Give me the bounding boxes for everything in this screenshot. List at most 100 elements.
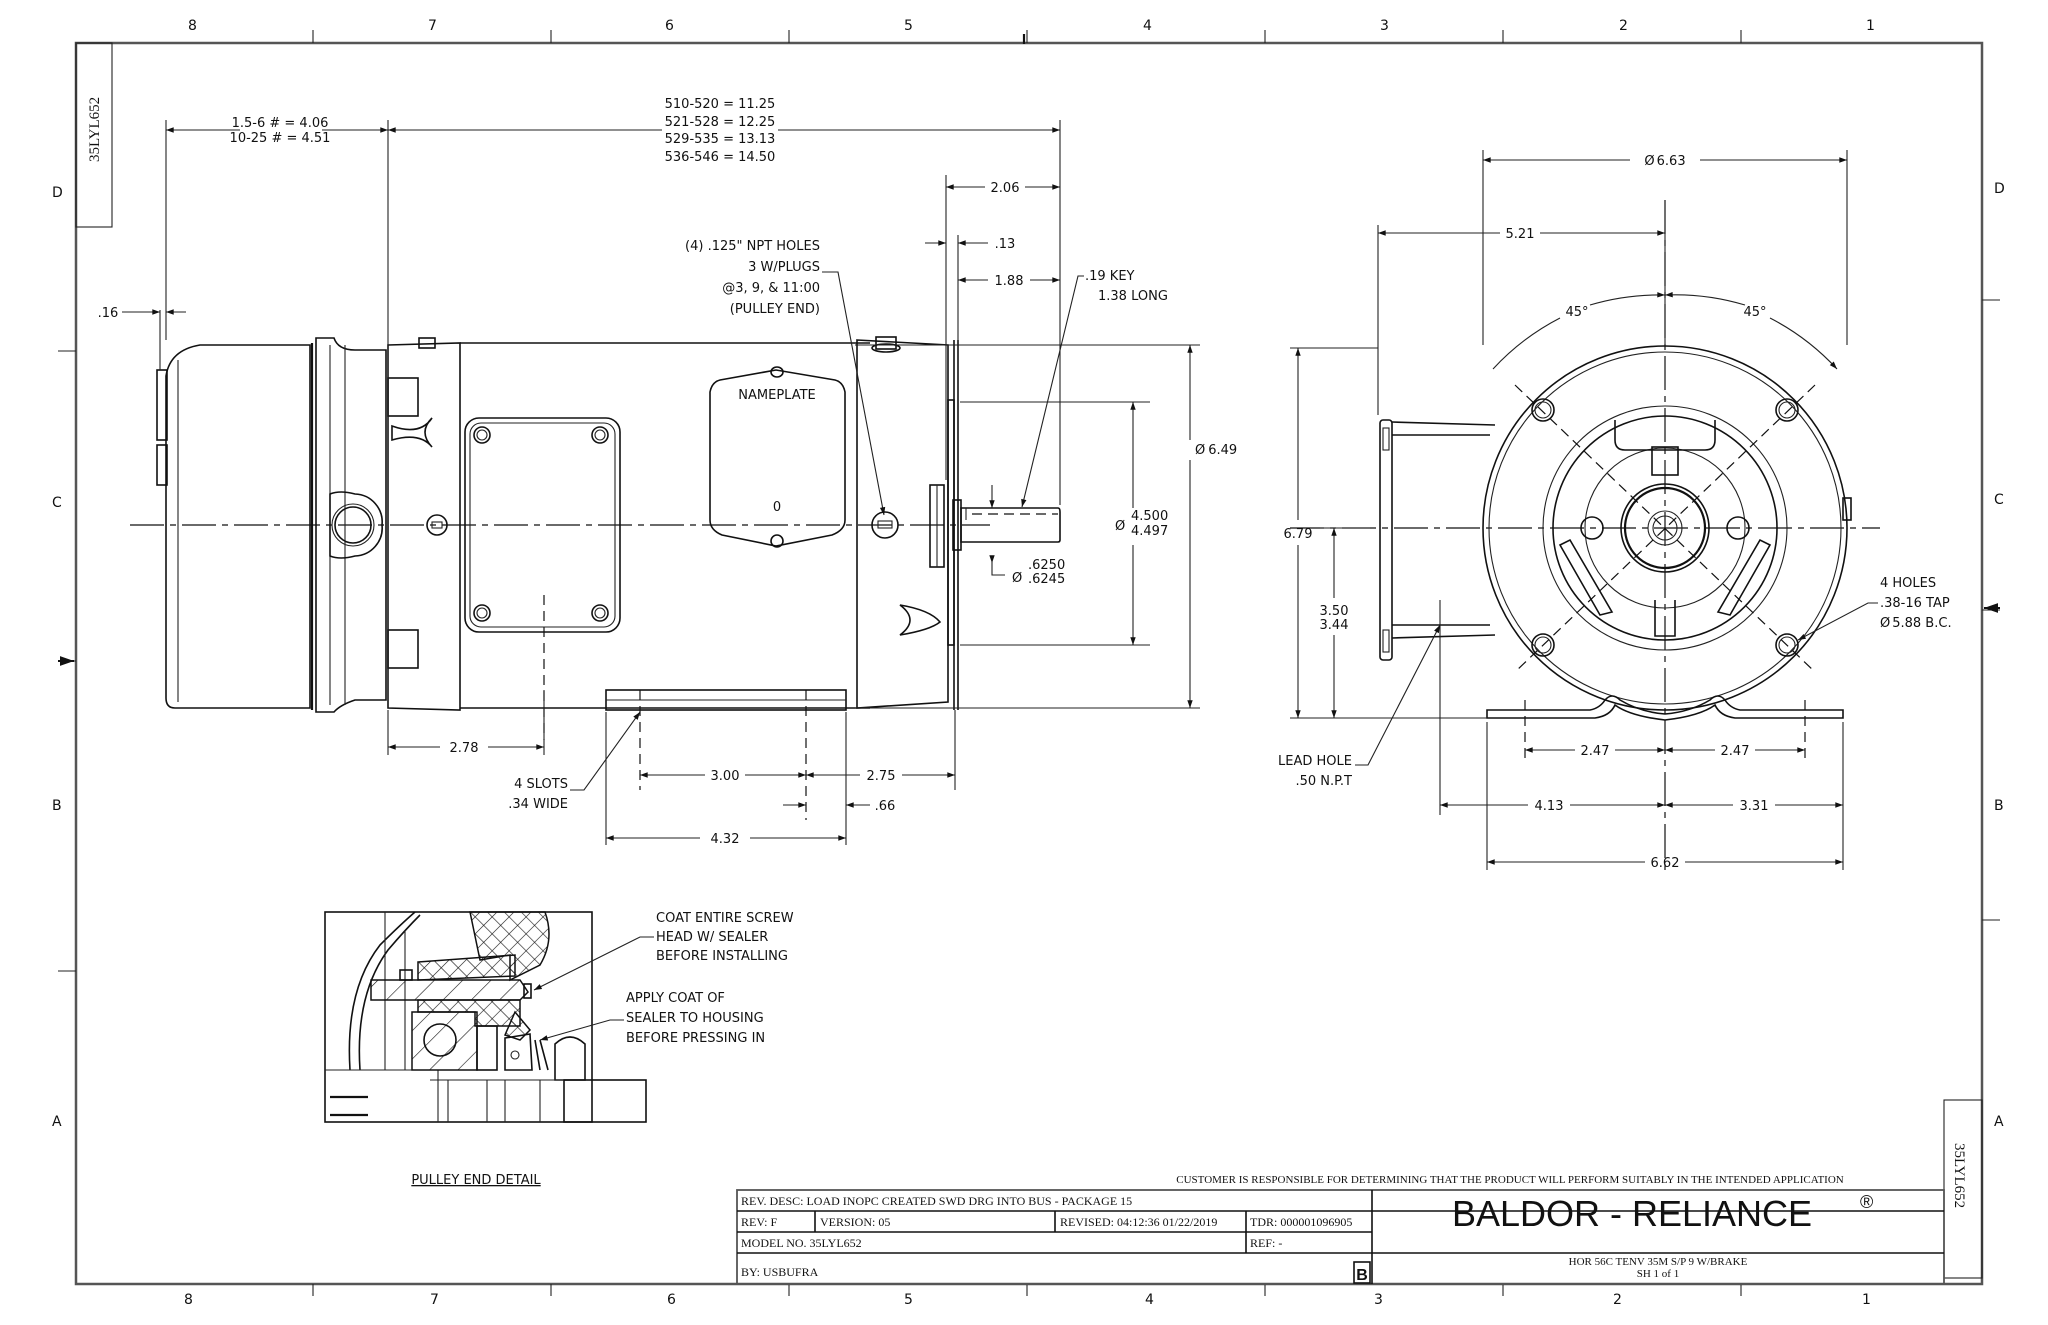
zone-top: 1 (1866, 18, 1875, 34)
npt-note-3: @3, 9, & 11:00 (722, 281, 820, 296)
zone-top: 6 (665, 18, 674, 34)
revised-date: REVISED: 04:12:36 01/22/2019 (1060, 1215, 1217, 1229)
dim-649-value: 6.49 (1208, 443, 1237, 458)
brake-housing (156, 337, 387, 713)
motor-frame: NAMEPLATE 0 (460, 342, 870, 820)
slot-note-1: 4 SLOTS (514, 777, 568, 792)
zone-top: 4 (1143, 18, 1152, 34)
zone-labels-right: D C B A (1994, 181, 2005, 1130)
dim-331: 3.31 (1740, 799, 1769, 814)
zone-top: 8 (188, 18, 197, 34)
model-tag-text: 35LYL652 (1951, 1143, 1967, 1208)
holes-note-2: .38-16 TAP (1880, 596, 1950, 611)
diameter-symbol: Ø (1880, 616, 1890, 631)
dim-432: 4.32 (711, 832, 740, 847)
slot-note-2: .34 WIDE (508, 797, 568, 812)
side-view-dimensions: 1.5-6 # = 4.06 10-25 # = 4.51 510-520 = … (98, 97, 1238, 847)
ref: REF: - (1250, 1236, 1282, 1250)
detail-note-1-line-3: BEFORE INSTALLING (656, 949, 788, 964)
pilot-dia-upper: 4.500 (1131, 509, 1168, 524)
zone-bottom: 3 (1374, 1292, 1383, 1308)
company-name: BALDOR - RELIANCE (1452, 1193, 1812, 1234)
model-tag-bottom: 35LYL652 (1943, 1099, 1983, 1279)
lead-note-2: .50 N.P.T (1295, 774, 1352, 789)
title-block: CUSTOMER IS RESPONSIBLE FOR DETERMINING … (736, 1174, 1945, 1285)
dim-247-left: 2.47 (1581, 744, 1610, 759)
angle-left: 45° (1565, 305, 1588, 320)
tdr-number: TDR: 000001096905 (1250, 1215, 1352, 1229)
model-number: MODEL NO. 35LYL652 (741, 1236, 862, 1250)
registered-mark: ® (1860, 1192, 1873, 1212)
zone-right: B (1994, 798, 2004, 814)
zone-left: B (52, 798, 62, 814)
overall-length-dim-2: 521-528 = 12.25 (665, 115, 776, 130)
zone-labels-bottom: 8 7 6 5 4 3 2 1 (184, 1292, 1871, 1308)
side-view: NAMEPLATE 0 (130, 336, 1061, 820)
shaft-dia-lower: .6245 (1028, 572, 1065, 587)
zone-left: C (52, 495, 62, 511)
overall-length-dim-3: 529-535 = 13.13 (665, 132, 776, 147)
drawn-by: BY: USBUFRA (741, 1265, 819, 1279)
zone-bottom: 1 (1862, 1292, 1871, 1308)
dim-521: 5.21 (1506, 227, 1535, 242)
disclaimer: CUSTOMER IS RESPONSIBLE FOR DETERMINING … (1176, 1174, 1843, 1186)
key-note-2: 1.38 LONG (1098, 289, 1168, 304)
zone-labels-top: 8 7 6 5 4 3 2 1 (188, 18, 1875, 34)
zone-top: 5 (904, 18, 913, 34)
zone-right: C (1994, 492, 2004, 508)
detail-note-1-line-1: COAT ENTIRE SCREW (656, 911, 794, 926)
pilot-dia-lower: 4.497 (1131, 524, 1168, 539)
dim-278: 2.78 (450, 741, 479, 756)
pulley-endbell (856, 336, 1061, 710)
dim-662: 6.62 (1651, 856, 1680, 871)
sheet-frame (58, 30, 2000, 1296)
mounting-holes (1531, 398, 1799, 657)
zone-left: A (52, 1114, 62, 1130)
dim-206: 2.06 (991, 181, 1020, 196)
zone-left: D (52, 185, 63, 201)
nameplate-label: NAMEPLATE (738, 388, 815, 403)
zone-top: 3 (1380, 18, 1389, 34)
holes-note-3-value: 5.88 B.C. (1892, 616, 1951, 631)
dim-188: 1.88 (995, 274, 1024, 289)
detail-note-2-line-1: APPLY COAT OF (626, 991, 725, 1006)
zone-bottom: 6 (667, 1292, 676, 1308)
overall-length-dim-4: 536-546 = 14.50 (665, 150, 776, 165)
shaft-dia-upper: .6250 (1028, 558, 1065, 573)
drawing-description: HOR 56C TENV 35M S/P 9 W/BRAKE (1569, 1256, 1748, 1268)
rev: REV: F (741, 1215, 777, 1229)
holes-note-1: 4 HOLES (1880, 576, 1936, 591)
angle-right: 45° (1743, 305, 1766, 320)
brake-length-dim-2: 10-25 # = 4.51 (230, 131, 331, 146)
detail-title: PULLEY END DETAIL (411, 1173, 541, 1188)
zone-right: D (1994, 181, 2005, 197)
pilot-dia-symbol: Ø (1115, 519, 1125, 534)
zone-bottom: 4 (1145, 1292, 1154, 1308)
npt-note-2: 3 W/PLUGS (748, 260, 820, 275)
pulley-end-detail: COAT ENTIRE SCREW HEAD W/ SEALER BEFORE … (324, 911, 794, 1188)
dim-275: 2.75 (867, 769, 896, 784)
key-note-1: .19 KEY (1085, 269, 1135, 284)
zone-bottom: 8 (184, 1292, 193, 1308)
endbell-section (387, 337, 461, 711)
zone-top: 2 (1619, 18, 1628, 34)
shaft-dia-symbol: Ø (1012, 571, 1022, 586)
nameplate (709, 369, 846, 547)
dim-679: 6.79 (1284, 527, 1313, 542)
diameter-symbol: Ø (1195, 443, 1205, 458)
zone-labels-left: D C B A (52, 185, 63, 1130)
dim-300: 3.00 (711, 769, 740, 784)
shaft-height-upper: 3.50 (1320, 604, 1349, 619)
model-tag-text: 35LYL652 (87, 97, 103, 162)
diameter-symbol: Ø (1644, 154, 1654, 169)
zone-bottom: 2 (1613, 1292, 1622, 1308)
brake-length-dim-1: 1.5-6 # = 4.06 (232, 116, 329, 131)
zone-bottom: 5 (904, 1292, 913, 1308)
dim-663-value: 6.63 (1657, 154, 1686, 169)
nameplate-zero: 0 (773, 500, 781, 515)
